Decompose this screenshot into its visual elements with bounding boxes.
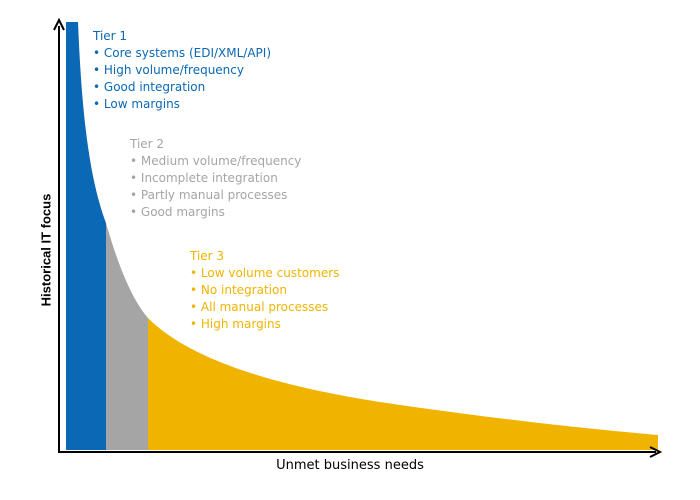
tier1-legend: Tier 1 Core systems (EDI/XML/API) High v… bbox=[93, 28, 271, 113]
tier1-item: Good integration bbox=[93, 79, 271, 96]
tier2-item: Partly manual processes bbox=[130, 187, 301, 204]
tier2-item: Good margins bbox=[130, 204, 301, 221]
y-axis-arrowhead bbox=[53, 17, 65, 31]
tier3-item: Low volume customers bbox=[190, 265, 339, 282]
tier3-title: Tier 3 bbox=[190, 249, 225, 263]
tier3-item: No integration bbox=[190, 282, 339, 299]
tier3-item: All manual processes bbox=[190, 299, 339, 316]
tier2-region bbox=[106, 223, 148, 450]
tier1-item: High volume/frequency bbox=[93, 62, 271, 79]
tier2-item: Incomplete integration bbox=[130, 170, 301, 187]
tier1-region bbox=[66, 22, 106, 450]
tier1-item: Core systems (EDI/XML/API) bbox=[93, 45, 271, 62]
tier2-item: Medium volume/frequency bbox=[130, 153, 301, 170]
tier2-legend: Tier 2 Medium volume/frequency Incomplet… bbox=[130, 136, 301, 221]
tier1-item: Low margins bbox=[93, 96, 271, 113]
x-axis-arrowhead bbox=[649, 446, 663, 458]
tier2-title: Tier 2 bbox=[130, 137, 165, 151]
x-axis-label: Unmet business needs bbox=[276, 458, 424, 473]
tier3-legend: Tier 3 Low volume customers No integrati… bbox=[190, 248, 339, 333]
tier1-title: Tier 1 bbox=[93, 29, 128, 43]
y-axis-label: Historical IT focus bbox=[38, 193, 54, 307]
tier3-region bbox=[148, 318, 658, 450]
tier3-item: High margins bbox=[190, 316, 339, 333]
